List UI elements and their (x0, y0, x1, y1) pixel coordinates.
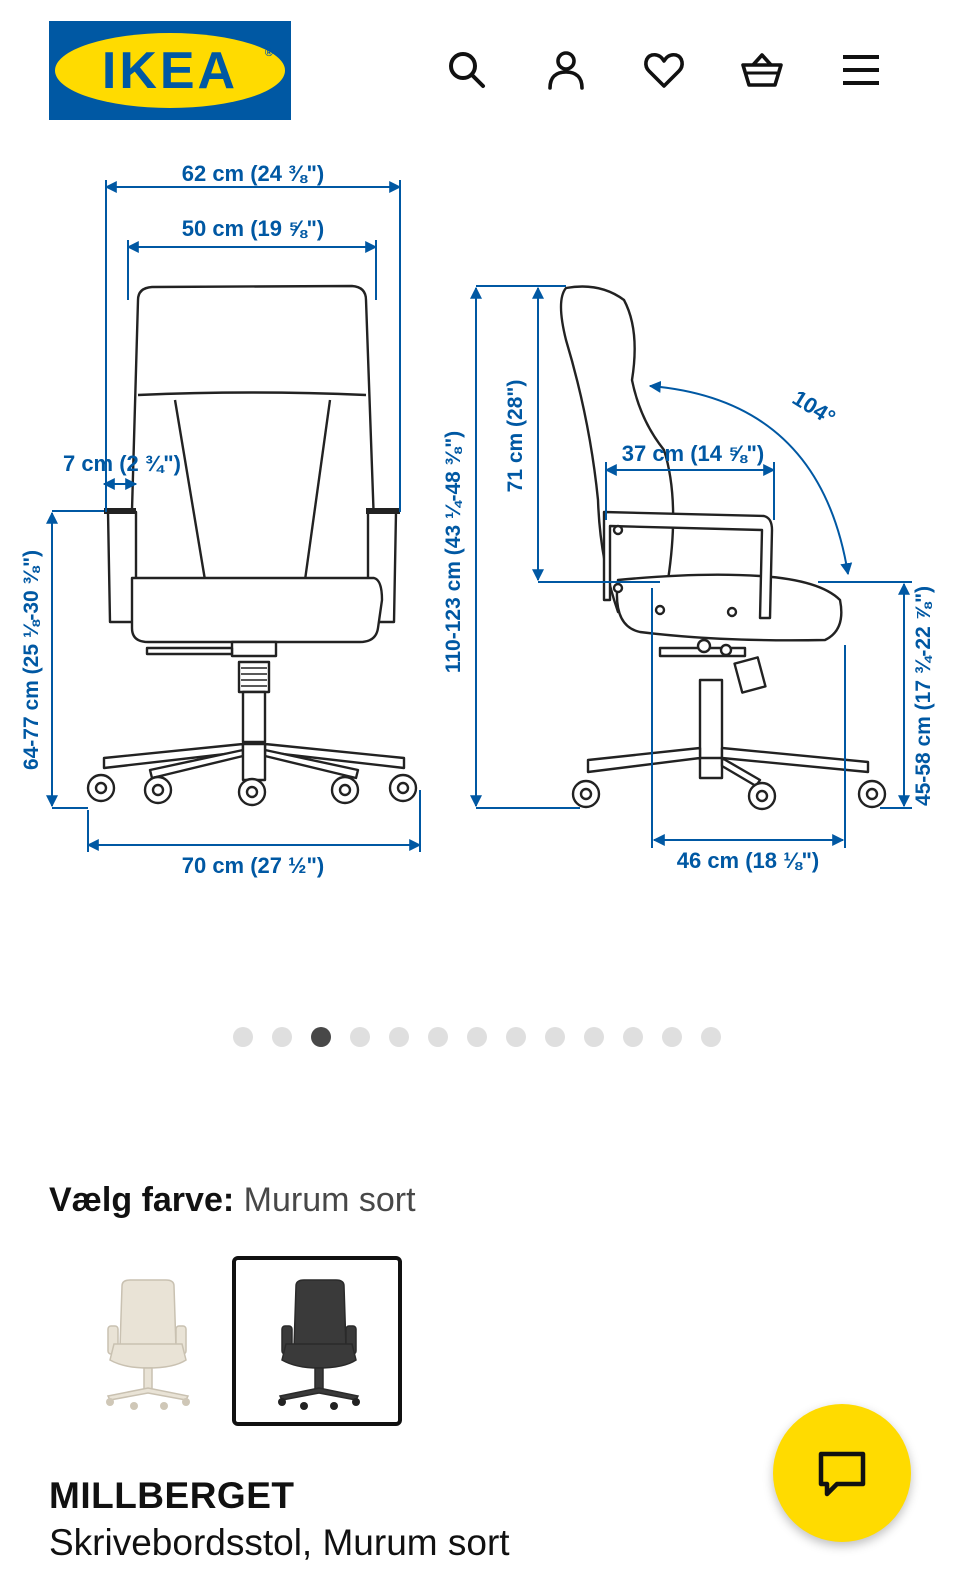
ikea-logo[interactable]: IKEA ® (49, 21, 291, 120)
product-dimension-image[interactable]: 62 cm (24 ⅜") 50 cm (19 ⅝") 7 cm (2 ¾") … (0, 140, 960, 910)
dim-total-width: 62 cm (24 ⅜") (182, 161, 325, 186)
carousel-dot[interactable] (389, 1027, 409, 1047)
logo-registered-mark: ® (264, 47, 273, 59)
dim-back-width: 50 cm (19 ⅝") (182, 216, 325, 241)
carousel-dot[interactable] (701, 1027, 721, 1047)
dimension-drawing: 62 cm (24 ⅜") 50 cm (19 ⅝") 7 cm (2 ¾") … (20, 161, 935, 878)
side-view-chair (559, 285, 887, 811)
color-label-value: Murum sort (243, 1181, 416, 1219)
dim-back-height: 71 cm (28") (504, 380, 527, 493)
carousel-dot[interactable] (506, 1027, 526, 1047)
carousel-dot[interactable] (350, 1027, 370, 1047)
carousel-dot[interactable] (233, 1027, 253, 1047)
basket-icon (741, 53, 783, 87)
favourites-button[interactable] (636, 42, 692, 98)
carousel-dot[interactable] (662, 1027, 682, 1047)
dim-recline-angle: 104° (788, 385, 840, 430)
dim-arm-depth: 37 cm (14 ⅝") (622, 441, 765, 466)
user-icon (548, 51, 584, 90)
menu-icon (843, 55, 879, 85)
black-chair-thumbnail (278, 1279, 360, 1410)
search-icon (449, 52, 485, 88)
product-description: Skrivebordsstol, Murum sort (49, 1522, 510, 1563)
header: IKEA ® (0, 0, 960, 140)
color-label-key: Vælg farve: (49, 1181, 235, 1219)
carousel-dot[interactable] (545, 1027, 565, 1047)
chat-bubble-icon (818, 1451, 866, 1497)
dim-seat-depth: 46 cm (18 ⅛") (677, 848, 820, 873)
side-dimension-lines (470, 285, 912, 848)
product-name: MILLBERGET (49, 1475, 295, 1516)
color-option-black[interactable] (232, 1256, 402, 1426)
heart-icon (644, 52, 684, 88)
carousel-pagination (233, 1027, 721, 1047)
profile-button[interactable] (538, 42, 594, 98)
basket-button[interactable] (734, 42, 790, 98)
menu-button[interactable] (833, 42, 889, 98)
color-option-beige[interactable] (64, 1256, 234, 1426)
carousel-dot[interactable] (584, 1027, 604, 1047)
dim-seat-height: 45-58 cm (17 ¾-22 ⅞") (912, 586, 935, 806)
carousel-dot[interactable] (467, 1027, 487, 1047)
carousel-dot[interactable] (311, 1027, 331, 1047)
dim-base-width: 70 cm (27 ½") (182, 853, 325, 878)
carousel-dot[interactable] (272, 1027, 292, 1047)
color-select-label: Vælg farve: Murum sort (49, 1180, 416, 1220)
front-dimension-lines (46, 180, 422, 852)
dim-armrest-height: 64-77 cm (25 ⅛-30 ⅜") (20, 550, 43, 770)
dim-armrest-width: 7 cm (2 ¾") (63, 451, 181, 476)
search-button[interactable] (439, 42, 495, 98)
carousel-dot[interactable] (623, 1027, 643, 1047)
dim-total-height: 110-123 cm (43 ¼-48 ⅜") (442, 431, 465, 673)
carousel-dot[interactable] (428, 1027, 448, 1047)
front-view-chair (86, 284, 418, 807)
chat-button[interactable] (773, 1404, 911, 1542)
logo-text: IKEA (101, 42, 239, 100)
logo-oval (55, 33, 285, 108)
beige-chair-thumbnail (106, 1279, 190, 1410)
